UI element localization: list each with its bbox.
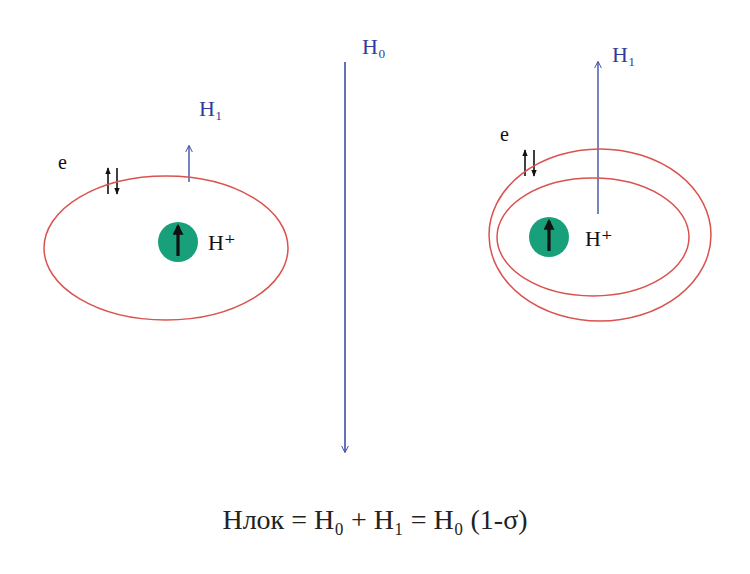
- spin-arrow: [107, 168, 109, 194]
- formula: Hлок = H₀ + H₁ = H₀ (1-σ): [222, 506, 527, 534]
- orbit-ellipse: [44, 176, 288, 320]
- electron-label: e: [500, 124, 509, 144]
- field-arrow: [597, 62, 598, 214]
- electron-orbit: H⁺: [42, 175, 292, 325]
- field-label: H₀: [362, 36, 386, 58]
- nucleus: [158, 222, 198, 262]
- electron-label: e: [58, 152, 67, 172]
- nucleus-label: H⁺: [585, 228, 613, 250]
- orbit-ellipse: [497, 178, 689, 296]
- spin-arrow: [176, 226, 179, 256]
- spin-arrow: [547, 221, 550, 251]
- orbit-outline: [42, 175, 292, 325]
- electron-orbit: H⁺: [488, 148, 714, 324]
- orbit-ellipse: [489, 149, 711, 321]
- nucleus: [529, 217, 569, 257]
- field-label: H₁: [199, 98, 223, 120]
- field-arrow: [344, 62, 346, 452]
- nucleus-label: H⁺: [208, 232, 236, 254]
- spin-arrow: [533, 150, 535, 176]
- field-label: H₁: [612, 44, 636, 66]
